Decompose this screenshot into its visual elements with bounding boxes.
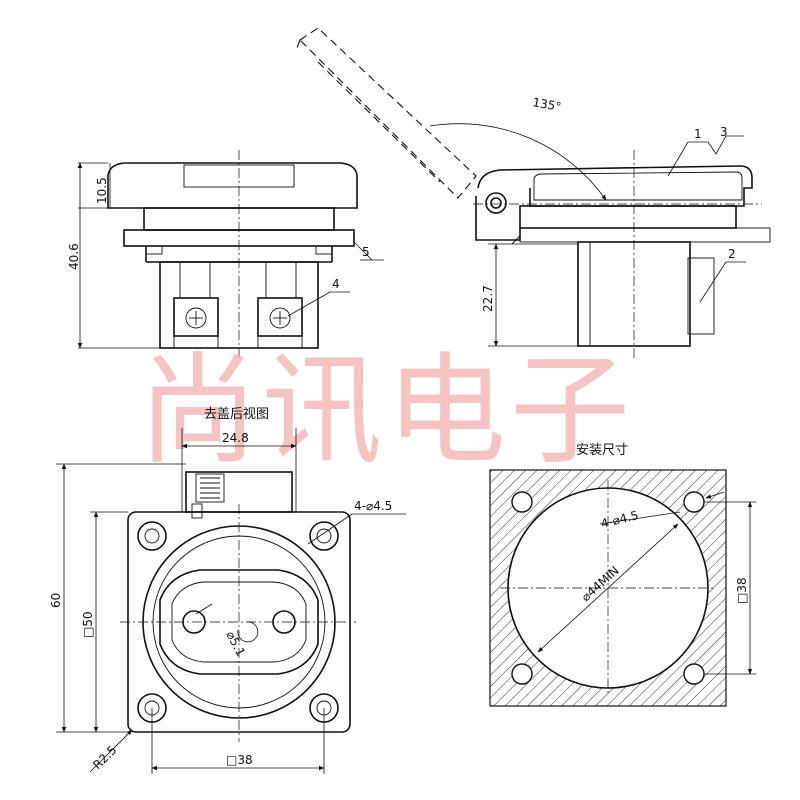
caption-mounting-size: 安装尺寸 — [576, 443, 628, 458]
dim-holes-front: 4-⌀4.5 — [354, 499, 392, 513]
dim-body-height: 60 — [49, 593, 63, 608]
dim-total-height: 40.6 — [67, 243, 81, 270]
caption-rear-view: 去盖后视图 — [204, 407, 269, 422]
dim-hinge-width: 24.8 — [222, 431, 249, 445]
callout-3: 3 — [720, 125, 728, 139]
watermark-text: 尚讯电子 — [138, 342, 634, 481]
dim-square-38-mount: □38 — [735, 577, 749, 604]
callout-2: 2 — [728, 247, 736, 261]
callout-1: 1 — [694, 127, 702, 141]
dim-square-38-bottom: □38 — [226, 753, 253, 767]
dim-angle: 135° — [531, 95, 562, 114]
dim-square-50: □50 — [81, 611, 95, 638]
dim-depth: 22.7 — [481, 285, 495, 312]
mounting-view: 安装尺寸 ⌀44MIN 4-⌀4.5 □38 — [489, 443, 756, 707]
callout-5: 5 — [362, 245, 370, 259]
side-view-left: 10.5 40.6 5 4 — [67, 150, 384, 360]
callout-4: 4 — [332, 277, 340, 291]
dim-cover-height: 10.5 — [95, 177, 109, 204]
side-view-right: 135° 22.7 1 3 2 — [295, 27, 771, 360]
dim-pin-dia: ⌀5.1 — [223, 629, 248, 659]
